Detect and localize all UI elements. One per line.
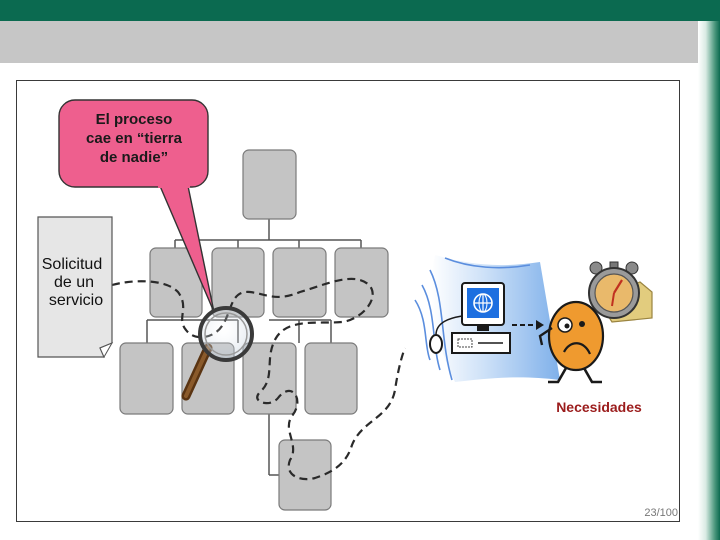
magnifier-icon	[181, 306, 254, 401]
callout-bubble: El proceso cae en “tierra de nadie”	[58, 99, 215, 313]
document-icon: Solicitud de un servicio	[37, 216, 114, 359]
title-bar	[0, 21, 698, 63]
document-line-1: Solicitud	[42, 256, 102, 273]
org-box-level2-3	[272, 247, 327, 318]
callout-line-3: de nadie”	[100, 149, 168, 166]
org-box-level2-4	[334, 247, 389, 318]
needs-label: Necesidades	[556, 399, 642, 415]
org-box-top	[242, 149, 297, 220]
right-edge-gradient	[698, 21, 720, 540]
alarm-clock-icon	[588, 261, 653, 323]
callout-line-2: cae en “tierra	[86, 130, 183, 147]
computer-icon	[429, 282, 511, 354]
org-chart-connectors	[146, 219, 362, 476]
callout-line-1: El proceso	[96, 111, 173, 128]
org-box-level3-4	[304, 342, 358, 415]
org-box-level2-2	[211, 247, 265, 318]
document-line-2: de un	[54, 274, 94, 291]
request-path	[111, 277, 407, 481]
top-band	[0, 0, 720, 21]
page-number: 23/100	[644, 507, 678, 519]
worried-person-icon	[538, 300, 605, 384]
needs-arrow	[512, 320, 544, 330]
org-box-level3-1	[119, 342, 174, 415]
document-line-3: servicio	[49, 292, 103, 309]
org-box-bottom	[278, 439, 332, 511]
